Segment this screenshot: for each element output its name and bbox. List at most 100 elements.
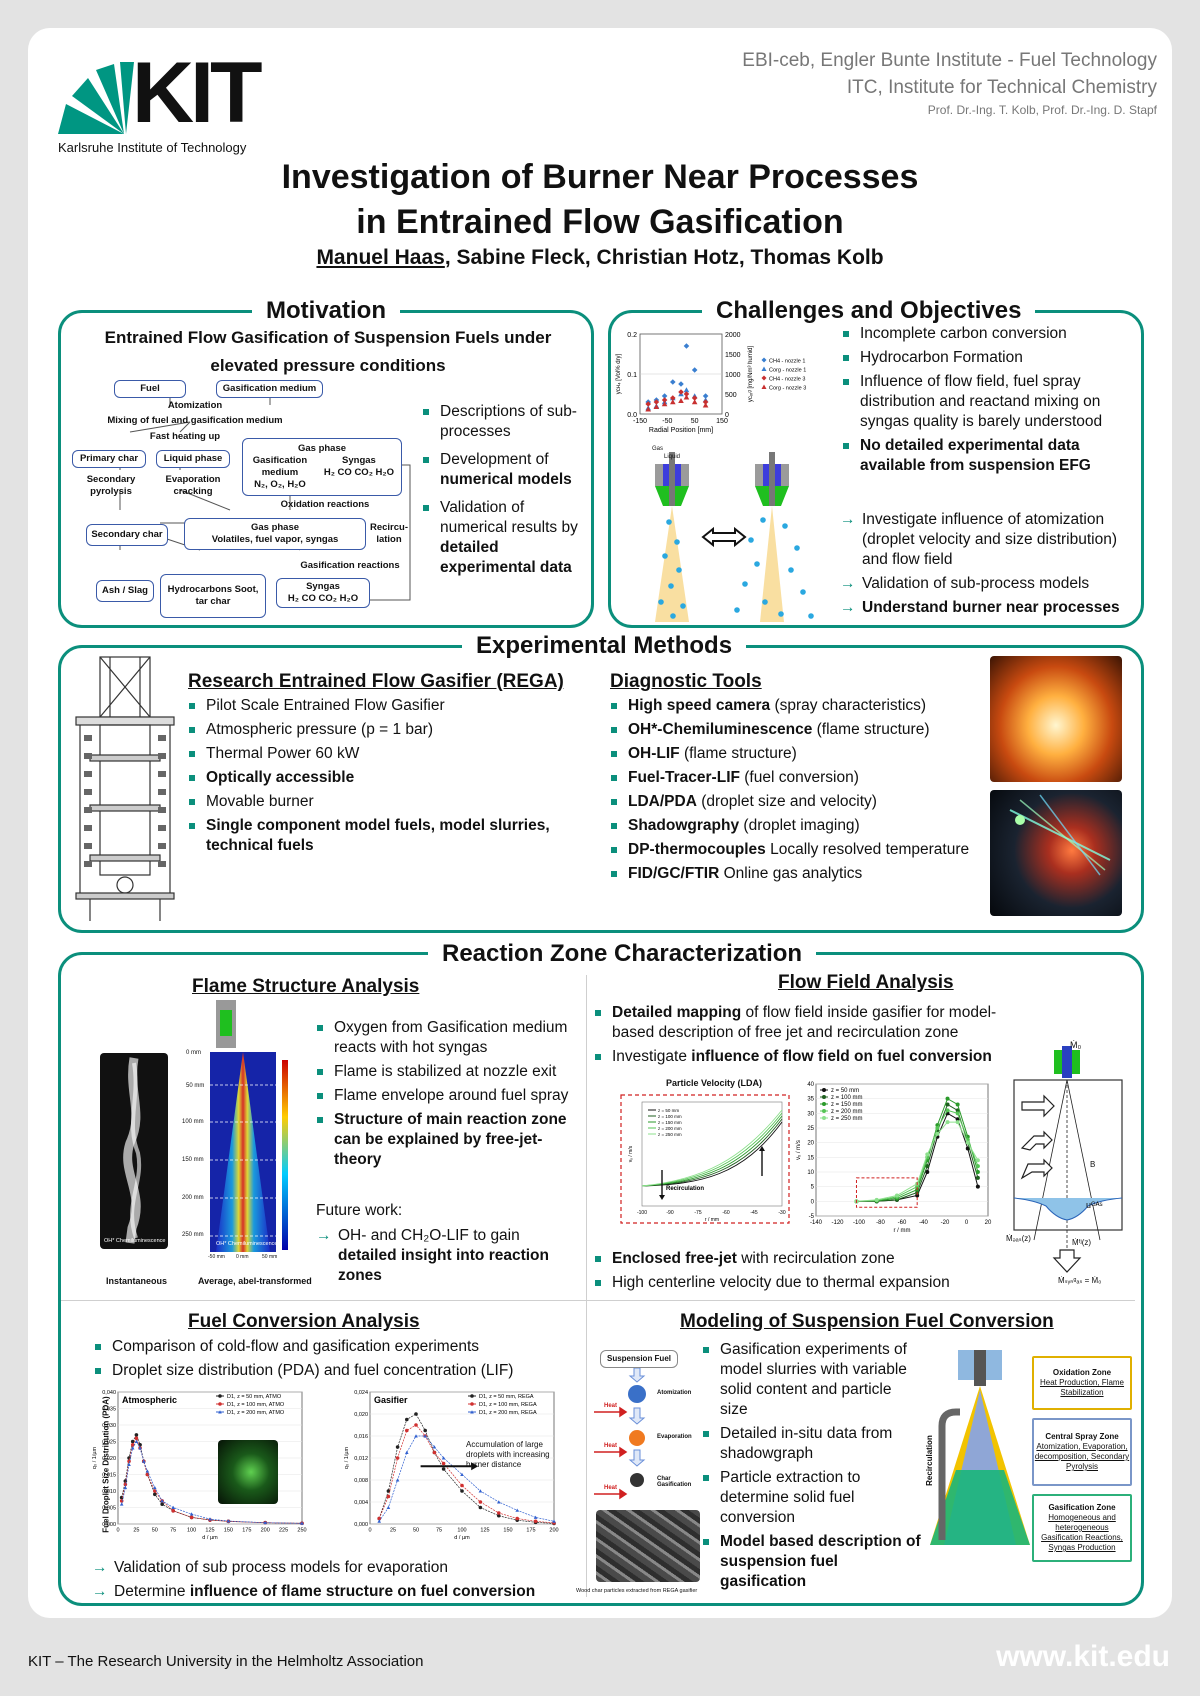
flow-sec-pyrolysis: Secondary pyrolysis [86, 474, 136, 497]
rega-item: Pilot Scale Entrained Flow Gasifier [186, 696, 576, 716]
x-tick-label: -30 [778, 1210, 785, 1216]
modeling-bullets: Gasification experiments of model slurri… [700, 1340, 922, 1596]
footer-url[interactable]: www.kit.edu [996, 1640, 1170, 1673]
schema-label: Ṁₛᵧₙᵍₐₛ = Ṁ₀ [1058, 1276, 1102, 1285]
x-tick-label: 25 [390, 1528, 396, 1534]
atomization-droplet-icon [628, 1385, 646, 1403]
flange-bolt [84, 825, 92, 831]
data-point [691, 395, 698, 401]
institute-1: EBI-ceb, Engler Bunte Institute - Fuel T… [742, 50, 1157, 71]
flow-gas-medium: Gasification medium [216, 380, 323, 398]
motivation-bullet: Validation of numerical results by detai… [420, 498, 588, 578]
data-point [138, 1446, 142, 1450]
recirc-arrowhead [659, 1195, 665, 1200]
x-tick-label: 0 [965, 1220, 969, 1226]
flow-gas-phase-mid: Gas phase Volatiles, fuel vapor, syngas [184, 518, 366, 550]
data-point [377, 1516, 381, 1521]
nozzle-spray-illustration [655, 452, 814, 622]
y-tick: 0 mm [186, 1050, 201, 1056]
data-point [423, 1434, 427, 1438]
zone-gasification: Gasification Zone Homogeneous and hetero… [1032, 1494, 1132, 1562]
rega-item: Single component model fuels, model slur… [186, 816, 576, 856]
data-point [975, 1170, 980, 1174]
flange-bolt [84, 735, 92, 741]
motivation-bullet: Descriptions of sub-processes [420, 402, 588, 442]
spray-droplet [674, 539, 680, 545]
x-tick: -50 mm [208, 1254, 225, 1260]
diag-item: LDA/PDA (droplet size and velocity) [608, 792, 988, 812]
colorbar [282, 1060, 288, 1250]
data-point [915, 1184, 920, 1189]
flow-gm: Gasification medium [252, 455, 308, 478]
data-point [441, 1461, 446, 1466]
data-point [441, 1456, 446, 1460]
y-tick: 100 mm [182, 1119, 204, 1125]
data-point [761, 384, 767, 389]
y-tick-label: 0,000 [354, 1522, 368, 1528]
spray-droplet [782, 523, 788, 529]
y-axis-label: q₀ / 1/µm [344, 1446, 350, 1469]
jet-arrowhead [759, 1146, 765, 1151]
data-point [661, 397, 668, 403]
rega-item: Thermal Power 60 kW [186, 744, 576, 764]
diag-item: High speed camera (spray characteristics… [608, 696, 988, 716]
data-point [134, 1436, 139, 1440]
series-line [856, 1121, 979, 1202]
data-point [761, 375, 767, 381]
flow-syngas-top: Syngas [342, 455, 376, 466]
spray-droplet [742, 581, 748, 587]
data-point [134, 1433, 139, 1437]
double-arrow-icon [701, 526, 747, 548]
recirculation-arrow-icon [938, 1408, 960, 1540]
flame-bullet: Oxygen from Gasification medium reacts w… [314, 1018, 582, 1058]
data-point [678, 381, 684, 387]
legend-entry: z = 200 mm [658, 1126, 682, 1131]
data-point [423, 1428, 427, 1433]
schema-label: B [1090, 1160, 1096, 1169]
spray-droplet [676, 567, 682, 573]
data-point [263, 1520, 267, 1525]
y-tick-label: 0 [811, 1199, 815, 1205]
challenges-arrow-item: Understand burner near processes [840, 598, 1132, 618]
future-work-item: OH- and CH₂O-LIF to gain detailed insigh… [316, 1226, 582, 1286]
y-tick-label: 0,004 [354, 1500, 368, 1506]
flange-bolt [84, 861, 92, 867]
nozzle-label-gas: Gas [652, 446, 664, 452]
y-tick-label: 0,000 [102, 1522, 116, 1528]
spray-droplet [658, 599, 664, 605]
flame-bullet: Flame envelope around fuel spray [314, 1086, 582, 1106]
data-point [653, 404, 660, 410]
professors: Prof. Dr.-Ing. T. Kolb, Prof. Dr.-Ing. D… [927, 103, 1157, 117]
x-tick-label: 50 [413, 1528, 419, 1534]
series-line [378, 1435, 555, 1522]
series-group [645, 343, 709, 412]
data-point [955, 1111, 960, 1116]
x-tick-label: -60 [898, 1220, 907, 1226]
diag-bullets: High speed camera (spray characteristics… [608, 696, 988, 888]
modeling-bullet: Particle extraction to determine solid f… [700, 1468, 922, 1528]
challenges-bullets: Incomplete carbon conversion Hydrocarbon… [840, 324, 1130, 480]
flame-instantaneous-image [100, 1053, 168, 1249]
x-tick-label: -50 [662, 418, 672, 425]
flange-bolt [84, 789, 92, 795]
spray-droplet [794, 545, 800, 551]
zone-title: Oxidation Zone [1052, 1368, 1112, 1377]
recirculation-label: Recirculation [924, 1435, 934, 1486]
y-tick: 250 mm [182, 1232, 204, 1238]
zone-text: Homogeneous and heterogeneous Gasificati… [1041, 1513, 1123, 1552]
spray-droplet [748, 537, 754, 543]
legend-entry: D1, z = 200 mm, REGA [479, 1410, 537, 1416]
poster-title-1: Investigation of Burner Near Processes [281, 158, 919, 196]
future-work-label: Future work: [316, 1202, 403, 1219]
legend-entry: D1, z = 50 mm, REGA [479, 1394, 534, 1400]
x-tick-label: 0 [368, 1528, 371, 1534]
lda-main-chart: -50510152025303540-140-120-100-80-60-40-… [796, 1082, 992, 1234]
step-atomization: Atomization [657, 1390, 692, 1396]
data-point [915, 1193, 920, 1198]
recirculation-text: Recirculation [666, 1186, 704, 1192]
series-line [121, 1440, 303, 1524]
x-tick-label: 200 [549, 1528, 558, 1534]
x-tick-label: 100 [187, 1528, 196, 1534]
